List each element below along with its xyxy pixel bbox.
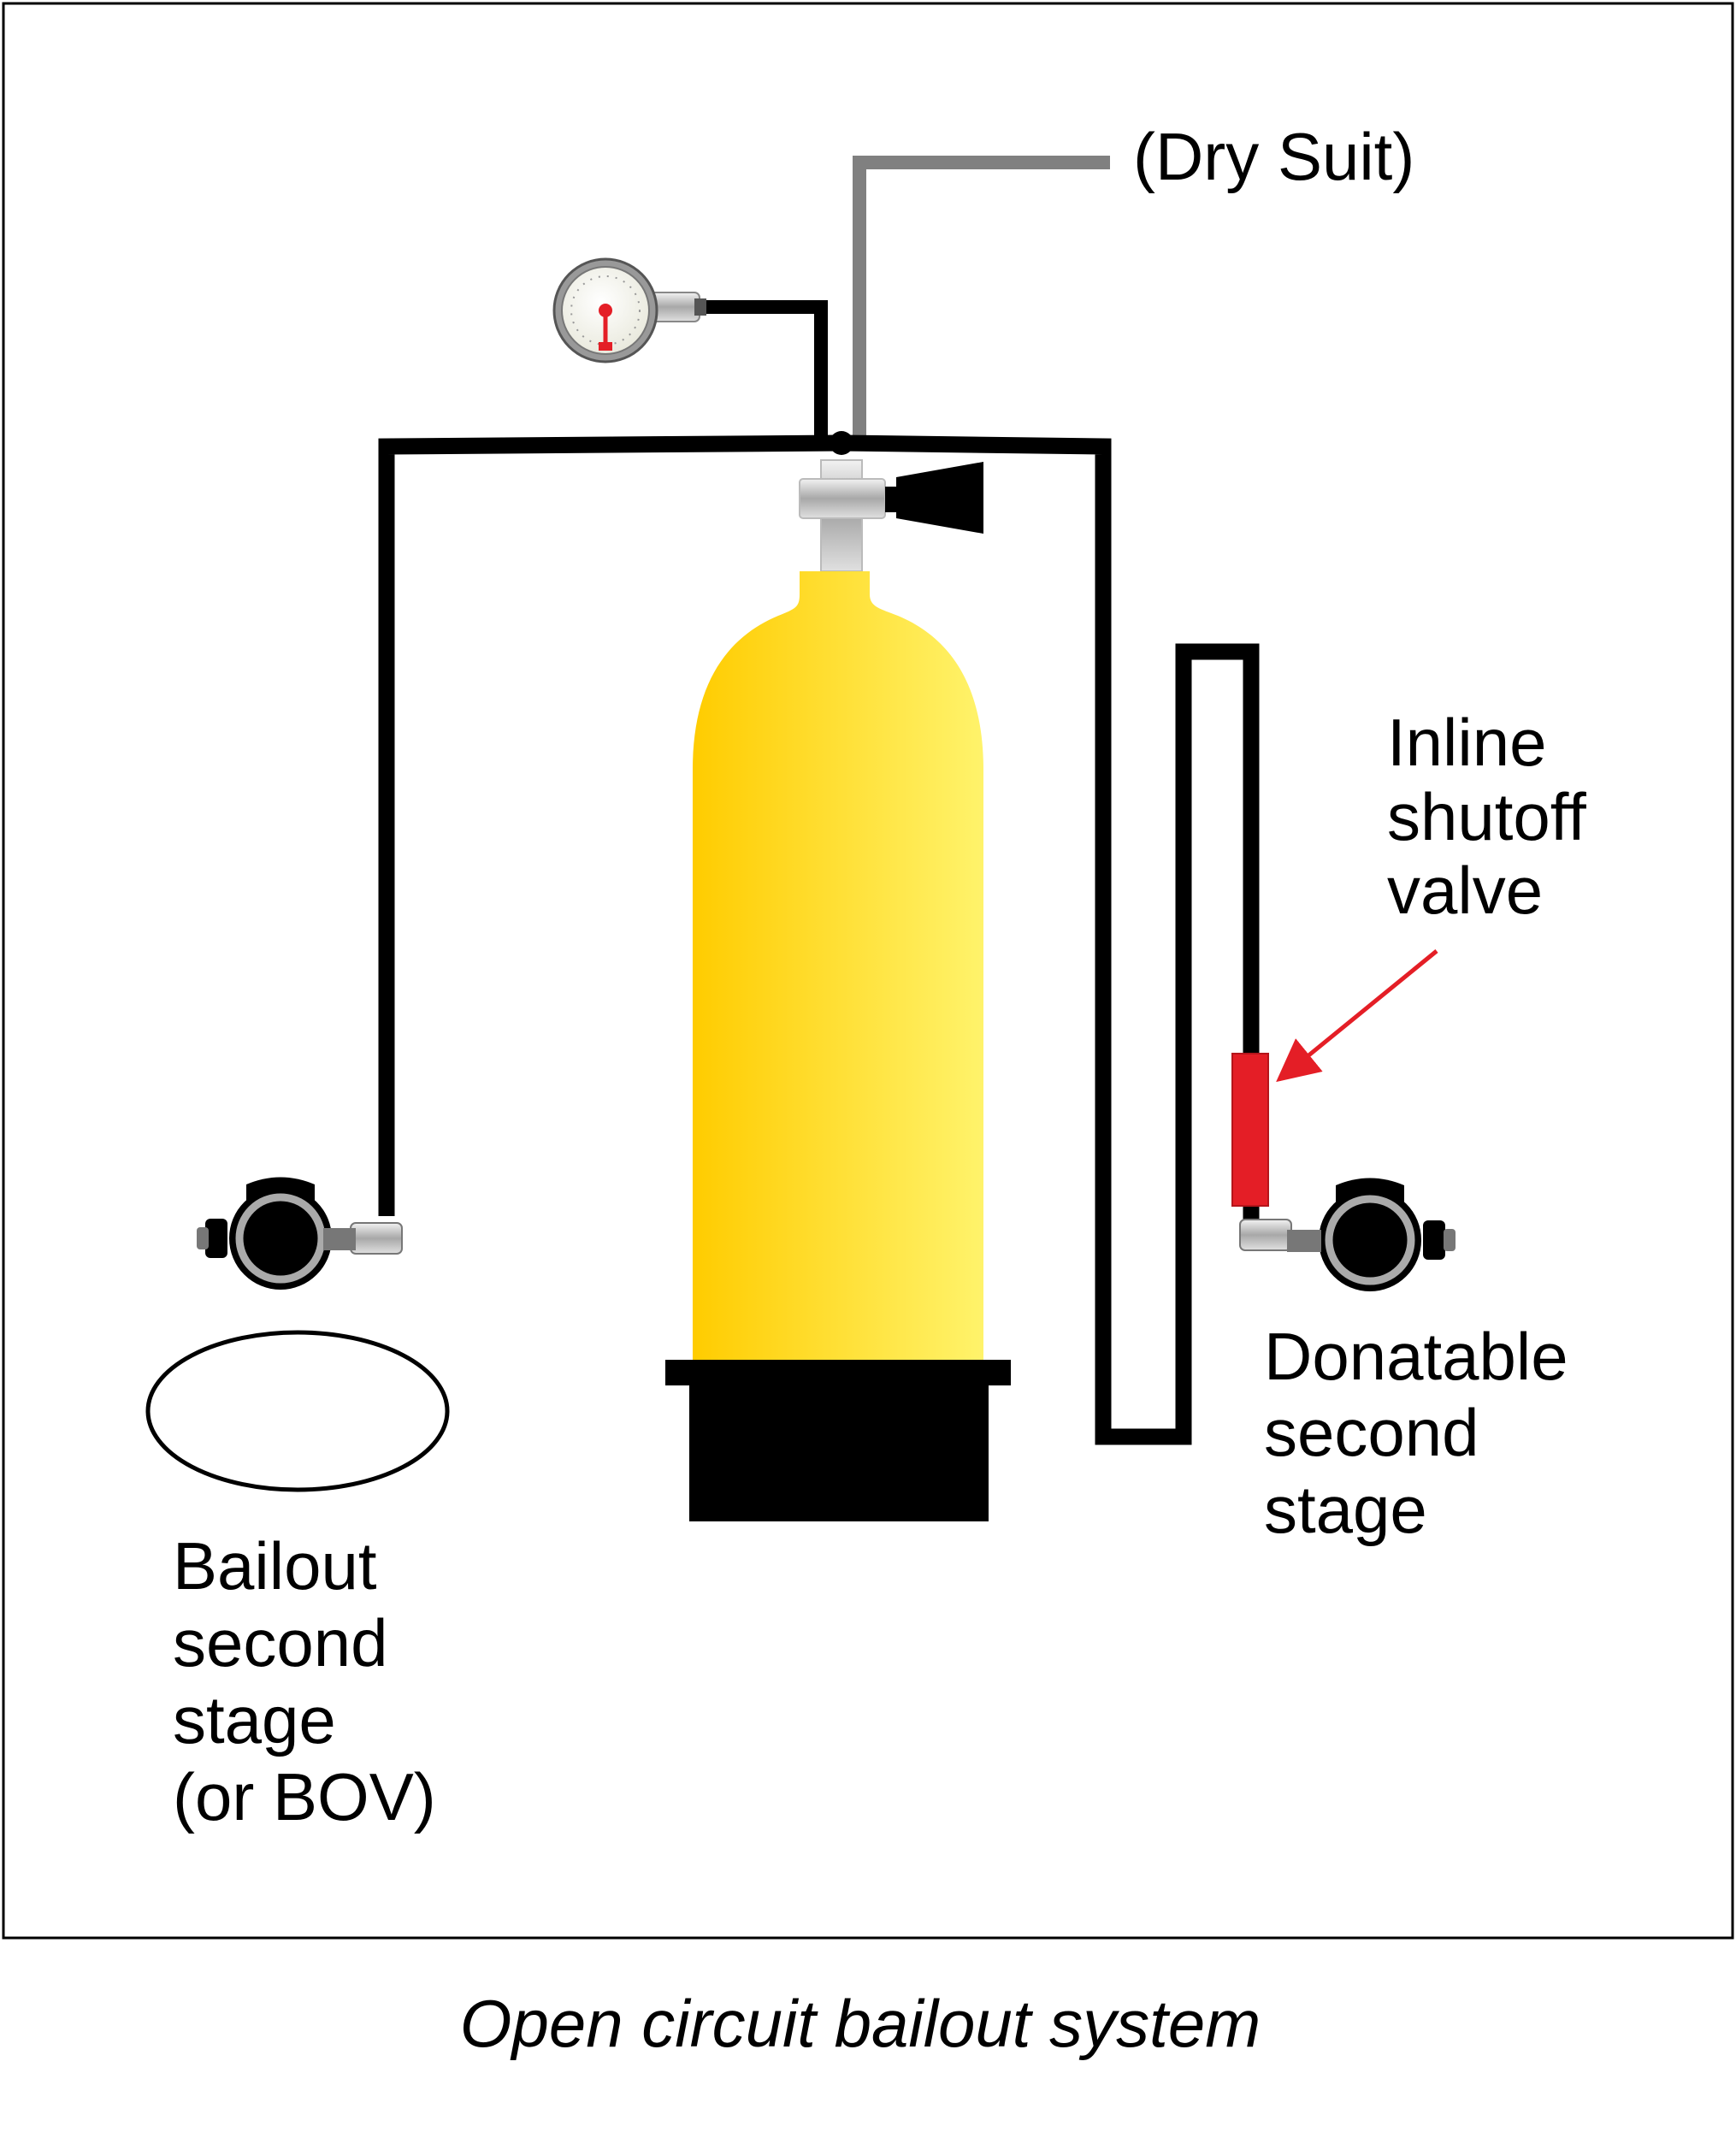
bailout-hose xyxy=(378,434,842,1216)
pressure-gauge-icon xyxy=(552,257,706,363)
inline-shutoff-valve xyxy=(1231,1053,1269,1207)
label-dry-suit: (Dry Suit) xyxy=(1133,119,1414,194)
label-bailout-line1: Bailout xyxy=(173,1528,377,1604)
cylinder-boot xyxy=(665,1360,1011,1521)
valve-pointer-arrow xyxy=(1276,949,1438,1083)
label-inline-valve: Inline shutoff valve xyxy=(1387,705,1586,928)
donatable-regulator-icon xyxy=(1239,1178,1456,1291)
donatable-hose xyxy=(841,434,1260,1445)
hose-junction xyxy=(830,431,853,455)
label-donatable-line2: second xyxy=(1264,1395,1479,1470)
label-inline-valve-line2: shutoff xyxy=(1387,779,1586,854)
diagram-caption: Open circuit bailout system xyxy=(460,1986,1261,2061)
label-inline-valve-line1: Inline xyxy=(1387,705,1546,780)
drysuit-hose xyxy=(853,156,1110,440)
bailout-regulator-icon xyxy=(145,1177,450,1492)
gas-cylinder xyxy=(693,571,983,1368)
diagram-frame xyxy=(2,2,1734,1940)
label-bailout-line2: second xyxy=(173,1605,388,1680)
label-donatable-line1: Donatable xyxy=(1264,1319,1568,1394)
label-bailout-line4: (or BOV) xyxy=(173,1759,436,1834)
cylinder-valve xyxy=(799,459,983,572)
label-donatable: Donatable second stage xyxy=(1264,1319,1568,1547)
label-bailout: Bailout second stage (or BOV) xyxy=(173,1528,436,1834)
label-donatable-line3: stage xyxy=(1264,1472,1427,1547)
label-bailout-line3: stage xyxy=(173,1682,336,1757)
label-inline-valve-line3: valve xyxy=(1387,853,1543,928)
gauge-hose xyxy=(701,300,828,443)
